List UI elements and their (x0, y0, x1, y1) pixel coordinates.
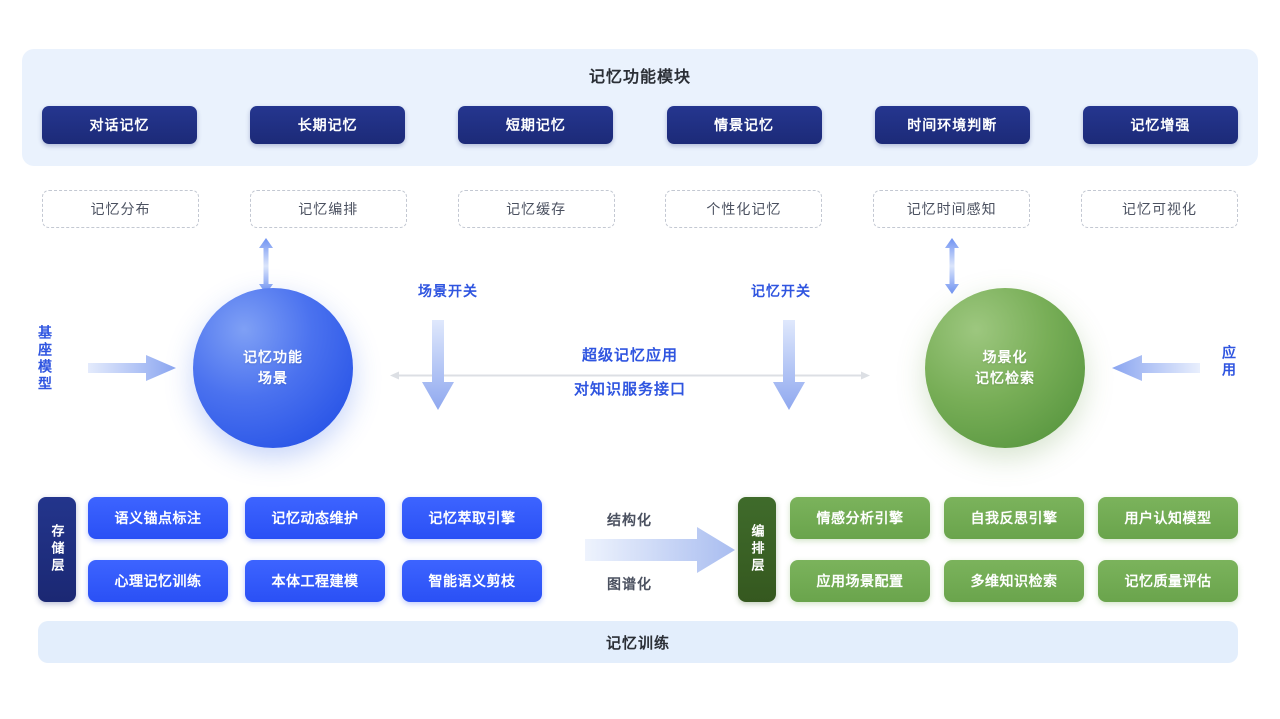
tag-psychological-memory-training[interactable]: 心理记忆训练 (88, 560, 228, 602)
arrow-down-icon-memory (772, 320, 806, 412)
panel-title: 记忆功能模块 (588, 69, 691, 86)
label-application: 应用 (1221, 345, 1237, 379)
label-memory-switch: 记忆开关 (751, 283, 811, 299)
dashed-box-memory-time-awareness[interactable]: 记忆时间感知 (873, 190, 1031, 228)
layer-chip-orchestration[interactable]: 编排层 (738, 497, 776, 602)
module-box-row: 对话记忆 长期记忆 短期记忆 情景记忆 时间环境判断 记忆增强 (42, 105, 1238, 145)
tag-self-reflection-engine[interactable]: 自我反思引擎 (944, 497, 1084, 539)
circle-memory-function-scenario[interactable]: 记忆功能 场景 (193, 288, 353, 448)
module-box-short-term-memory[interactable]: 短期记忆 (458, 106, 614, 144)
double-arrow-icon-right (944, 238, 960, 294)
circle-scenario-memory-retrieval[interactable]: 场景化 记忆检索 (925, 288, 1085, 448)
tag-intelligent-semantic-pruning[interactable]: 智能语义剪枝 (402, 560, 542, 602)
arrow-right-icon-foundation (88, 355, 178, 381)
label-super-memory-app: 超级记忆应用 (581, 347, 678, 364)
module-box-memory-enhancement[interactable]: 记忆增强 (1082, 106, 1238, 144)
tag-sentiment-analysis-engine[interactable]: 情感分析引擎 (790, 497, 930, 539)
capability-dashed-row: 记忆分布 记忆编排 记忆缓存 个性化记忆 记忆时间感知 记忆可视化 (42, 190, 1238, 228)
dashed-box-memory-distribution[interactable]: 记忆分布 (42, 190, 199, 228)
circle-blue-line1: 记忆功能 (243, 349, 303, 365)
circle-green-line1: 场景化 (982, 349, 1028, 365)
tag-user-cognition-model[interactable]: 用户认知模型 (1098, 497, 1238, 539)
dashed-box-memory-cache[interactable]: 记忆缓存 (457, 190, 615, 228)
tag-memory-dynamic-maintenance[interactable]: 记忆动态维护 (245, 497, 385, 539)
tag-memory-quality-evaluation[interactable]: 记忆质量评估 (1098, 560, 1238, 602)
circle-blue-line2: 场景 (258, 370, 288, 386)
tag-semantic-anchor-annotation[interactable]: 语义锚点标注 (88, 497, 228, 539)
module-box-dialog-memory[interactable]: 对话记忆 (42, 106, 197, 144)
label-graph-based: 图谱化 (607, 576, 652, 592)
layer-chip-storage[interactable]: 存储层 (38, 497, 76, 602)
circle-green-line2: 记忆检索 (975, 370, 1035, 386)
dashed-box-personalized-memory[interactable]: 个性化记忆 (665, 190, 823, 228)
module-box-temporal-context[interactable]: 时间环境判断 (874, 106, 1030, 144)
memory-function-module-panel: 记忆功能模块 对话记忆 长期记忆 短期记忆 情景记忆 时间环境判断 记忆增强 (22, 49, 1258, 166)
tag-application-scenario-config[interactable]: 应用场景配置 (790, 560, 930, 602)
label-structured: 结构化 (607, 512, 652, 528)
dashed-box-memory-visualization[interactable]: 记忆可视化 (1080, 190, 1238, 228)
label-foundation-model: 基座模型 (37, 325, 53, 393)
tag-multidimensional-knowledge-retrieval[interactable]: 多维知识检索 (944, 560, 1084, 602)
arrow-down-icon-scenario (421, 320, 455, 412)
tag-ontology-engineering-modeling[interactable]: 本体工程建模 (245, 560, 385, 602)
dashed-box-memory-orchestration[interactable]: 记忆编排 (249, 190, 407, 228)
label-knowledge-service-interface: 对知识服务接口 (573, 381, 686, 398)
tag-memory-extraction-engine[interactable]: 记忆萃取引擎 (402, 497, 542, 539)
arrow-left-icon-application (1110, 355, 1200, 381)
label-scenario-switch: 场景开关 (418, 283, 478, 299)
module-box-long-term-memory[interactable]: 长期记忆 (250, 106, 406, 144)
module-box-episodic-memory[interactable]: 情景记忆 (666, 106, 822, 144)
double-arrow-icon-left (258, 238, 274, 294)
arrow-right-icon-pipeline (585, 525, 735, 575)
footer-memory-training: 记忆训练 (38, 621, 1238, 663)
